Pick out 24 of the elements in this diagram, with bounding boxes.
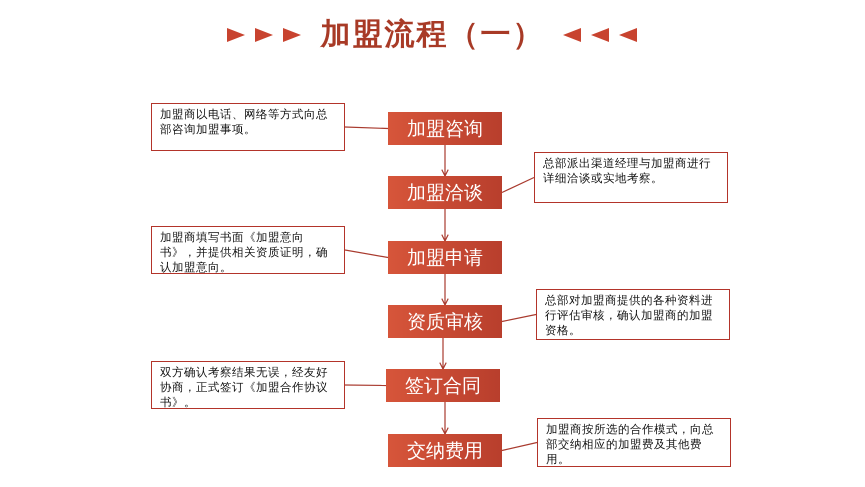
- note-box: 总部对加盟商提供的各种资料进行评估审核，确认加盟商的加盟资格。: [536, 289, 730, 340]
- leader-line: [344, 126, 388, 130]
- note-box: 总部派出渠道经理与加盟商进行详细洽谈或实地考察。: [534, 152, 728, 203]
- leader-line: [502, 442, 538, 452]
- process-box: 签订合同: [386, 369, 500, 402]
- note-box: 加盟商填写书面《加盟意向书》，并提供相关资质证明，确认加盟意向。: [151, 226, 345, 274]
- arrow: [441, 274, 449, 306]
- leader-line: [502, 176, 534, 194]
- note-box: 双方确认考察结果无误，经友好协商，正式签订《加盟合作协议书》。: [151, 361, 345, 409]
- arrow: [441, 402, 449, 435]
- process-box: 交纳费用: [388, 434, 502, 467]
- leader-line: [502, 314, 536, 322]
- process-box: 加盟咨询: [388, 112, 502, 145]
- arrow: [441, 145, 449, 177]
- leader-line: [345, 384, 386, 386]
- note-box: 加盟商按所选的合作模式，向总部交纳相应的加盟费及其他费用。: [537, 418, 731, 467]
- arrow: [439, 338, 447, 370]
- process-box: 资质审核: [388, 305, 502, 338]
- arrow: [441, 209, 449, 242]
- leader-line: [344, 249, 388, 258]
- note-box: 加盟商以电话、网络等方式向总部咨询加盟事项。: [151, 103, 345, 151]
- title: 加盟流程（一）: [320, 16, 544, 54]
- process-box: 加盟申请: [388, 241, 502, 274]
- process-box: 加盟洽谈: [388, 176, 502, 209]
